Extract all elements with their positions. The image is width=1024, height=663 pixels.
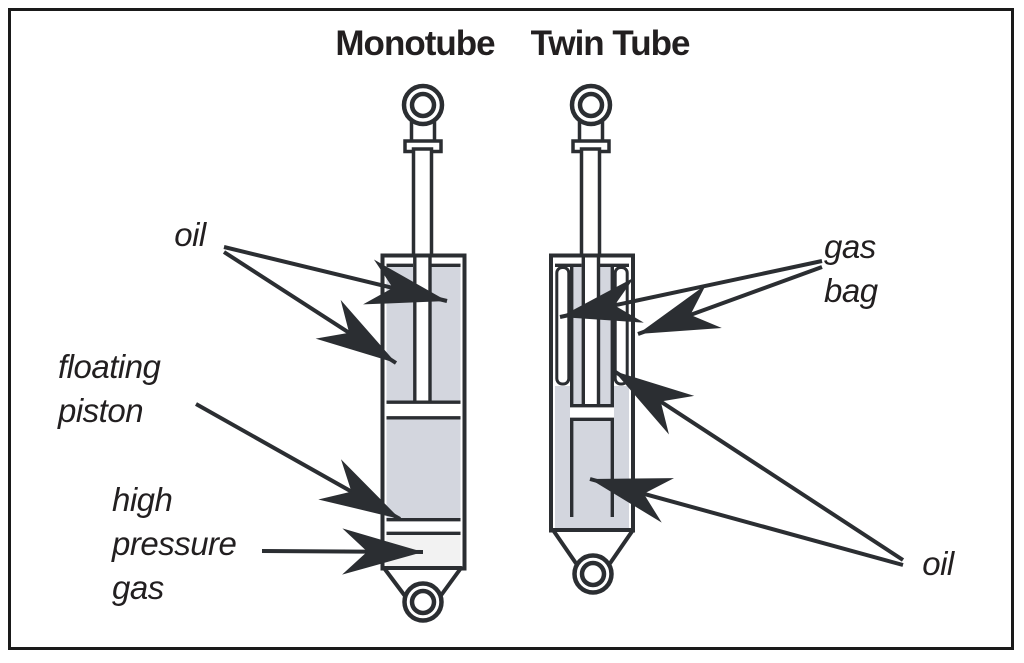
oil-left-arrow-2 <box>222 250 398 365</box>
monotube-bottom-eyelet-hole <box>409 588 437 616</box>
twintube-piston-rod <box>579 147 602 261</box>
annotation-arrows <box>195 245 905 575</box>
floating-piston-arrow <box>195 402 401 521</box>
figure-border <box>8 8 1014 650</box>
label-high-pressure-gas: high pressure gas <box>112 478 237 610</box>
gas-bag-arrow-2 <box>637 265 823 336</box>
monotube-top-eyelet-hole <box>409 91 437 119</box>
twintube-gas-bag-left-outline <box>555 266 571 386</box>
title-twin-tube: Twin Tube <box>530 24 691 63</box>
label-gas-bag-line2: bag <box>824 272 878 309</box>
monotube-shock <box>380 83 467 623</box>
label-high-pressure-gas-line3: gas <box>112 569 164 606</box>
twintube-piston <box>570 404 614 421</box>
monotube-piston-rod <box>411 147 434 261</box>
oil-right-arrow-2 <box>589 477 904 567</box>
label-floating-piston: floating piston <box>58 345 161 433</box>
high-pressure-gas-arrow <box>261 528 424 575</box>
label-oil-right: oil <box>922 545 954 582</box>
label-gas-bag: gas bag <box>824 225 878 313</box>
twintube-shock <box>549 83 635 595</box>
title-monotube: Monotube <box>335 24 495 63</box>
label-oil-left: oil <box>174 216 206 253</box>
monotube-piston <box>386 400 461 420</box>
label-floating-piston-line2: piston <box>58 392 144 429</box>
label-high-pressure-gas-line1: high <box>112 481 173 518</box>
label-gas-bag-line1: gas <box>824 228 876 265</box>
twintube-bottom-eyelet-hole <box>579 560 607 588</box>
label-high-pressure-gas-line2: pressure <box>112 525 237 562</box>
oil-left-arrow-1 <box>223 245 448 305</box>
oil-right-arrow-1 <box>612 369 905 562</box>
twintube-top-eyelet-hole <box>577 91 605 119</box>
label-floating-piston-line1: floating <box>58 348 161 385</box>
